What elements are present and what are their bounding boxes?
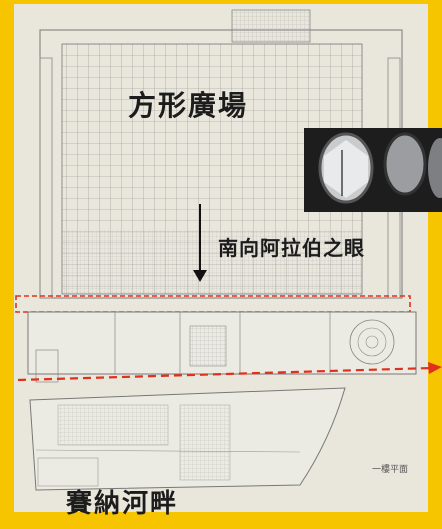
river-label: 賽納河畔 <box>66 489 179 519</box>
left-column-strip <box>39 57 53 299</box>
arrow-down-icon <box>193 204 207 282</box>
south-eye-label: 南向阿拉伯之眼 <box>218 236 365 260</box>
top-wing <box>231 9 311 43</box>
dashed-arrow-right-icon <box>17 362 442 382</box>
spiral-stair <box>349 319 395 365</box>
south-eye-highlight-box <box>15 295 411 313</box>
plaza-grid-dense <box>62 230 362 294</box>
plaza-label: 方形廣場 <box>128 89 249 122</box>
plan-caption: 一樓平面 <box>372 465 409 475</box>
south-eye-photo <box>304 128 442 212</box>
